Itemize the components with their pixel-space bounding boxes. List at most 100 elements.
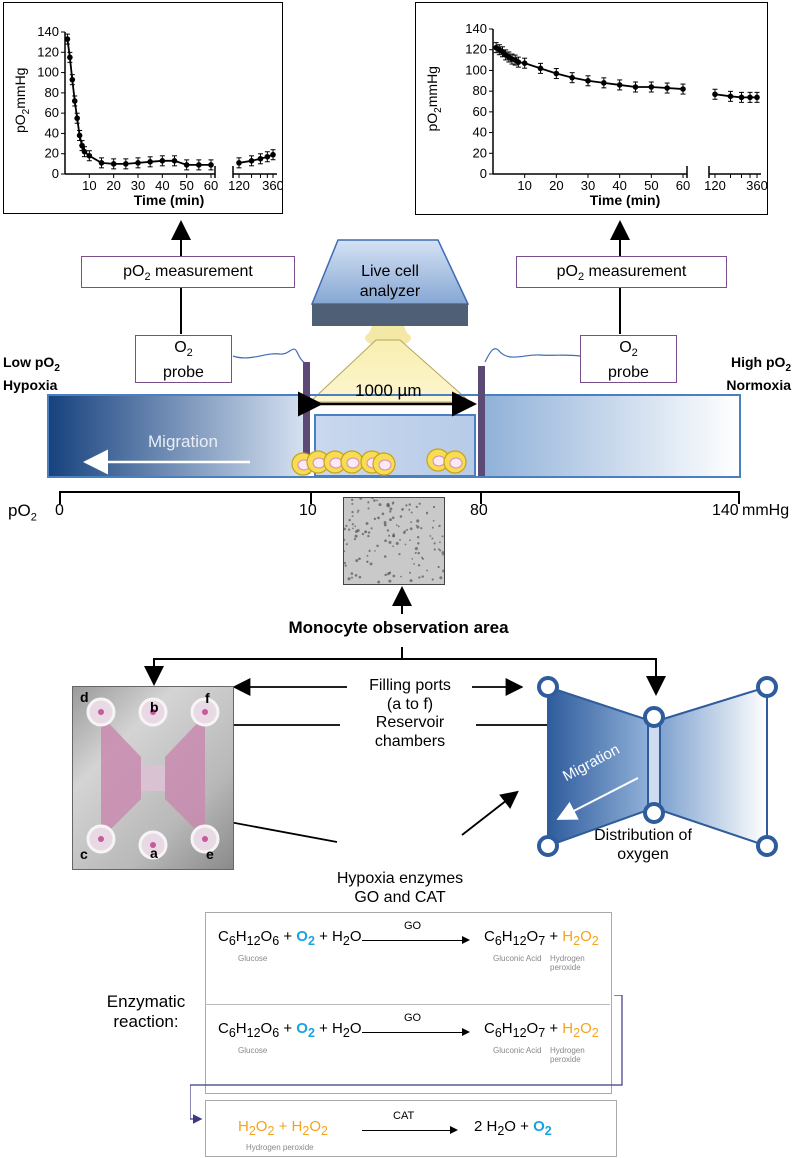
- data-point: [171, 158, 178, 164]
- data-point: [553, 70, 560, 77]
- y-tick-label: 140: [465, 21, 487, 36]
- data-point: [270, 151, 276, 158]
- x-tick-label: 10: [517, 178, 531, 193]
- data-point: [81, 148, 88, 155]
- reaction-box-2: [205, 1100, 617, 1157]
- data-point: [727, 93, 734, 100]
- device-diagram: [537, 676, 778, 857]
- y-tick-label: 40: [45, 125, 59, 140]
- reservoir-label: Reservoir chambers: [374, 714, 446, 750]
- data-point: [648, 84, 655, 90]
- data-point: [159, 158, 166, 164]
- data-point: [69, 76, 76, 83]
- y-tick-label: 0: [480, 166, 487, 181]
- data-point: [616, 82, 623, 88]
- y-tick-label: 0: [52, 166, 59, 181]
- axis-80: 80: [470, 502, 488, 519]
- y-tick-label: 60: [473, 104, 487, 119]
- data-point: [754, 94, 760, 101]
- y-tick-label: 40: [473, 125, 487, 140]
- data-point: [264, 153, 271, 160]
- enzymatic-label: Enzymatic reaction:: [106, 992, 186, 1031]
- x-tick-label: 10: [82, 178, 96, 193]
- x-tick-label: 120: [704, 178, 726, 193]
- axis-10: 10: [299, 502, 317, 519]
- reaction-row-1: C6H12O6 + O2 + H2O Glucose GO C6H12O7 + …: [218, 920, 599, 972]
- y-tick-label: 100: [465, 62, 487, 77]
- port-f-label: f: [205, 690, 210, 706]
- data-point: [110, 161, 117, 167]
- data-point: [537, 65, 544, 72]
- data-point: [747, 94, 753, 101]
- data-point: [585, 77, 591, 84]
- x-tick-label: 40: [612, 178, 626, 193]
- y-tick-label: 100: [37, 65, 59, 80]
- data-point: [147, 159, 153, 165]
- data-point: [738, 94, 745, 101]
- monocyte-observation-label: Monocyte observation area: [288, 618, 509, 637]
- right-chart-frame: [415, 2, 768, 215]
- data-point: [521, 60, 528, 66]
- distance-label: 1000 µm: [355, 381, 422, 400]
- reaction-connector: [190, 995, 623, 1124]
- data-point: [98, 160, 105, 166]
- data-point: [601, 80, 607, 86]
- distribution-label: Distribution of oxygen: [594, 827, 692, 863]
- chamber-diagram: [47, 220, 741, 504]
- data-point: [86, 152, 93, 159]
- data-point: [208, 162, 214, 168]
- x-tick-label: 50: [644, 178, 658, 193]
- data-point: [196, 162, 202, 168]
- port-c-label: c: [80, 846, 88, 862]
- x-tick-label: 50: [179, 178, 193, 193]
- x-tick-label: 60: [676, 178, 690, 193]
- migration-label: Migration: [148, 432, 218, 451]
- data-point: [712, 91, 718, 98]
- x-axis-title: Time (min): [590, 192, 661, 208]
- x-tick-label: 30: [131, 178, 145, 193]
- po2-measurement-left: pO2 measurement: [81, 256, 295, 288]
- migration-arrow-2: [556, 777, 639, 820]
- x-tick-label: 20: [106, 178, 120, 193]
- x-tick-label: 120: [228, 178, 250, 193]
- device-photo: [72, 686, 234, 870]
- y-tick-label: 20: [473, 145, 487, 160]
- x-tick-label: 30: [581, 178, 595, 193]
- y-tick-label: 80: [473, 83, 487, 98]
- axis-unit: mmHg: [742, 502, 790, 519]
- data-point: [680, 86, 686, 92]
- y-tick-label: 140: [37, 24, 59, 39]
- port-d-label: d: [80, 689, 89, 705]
- data-point: [257, 155, 264, 162]
- x-tick-label: 40: [155, 178, 169, 193]
- barrier-left: [303, 362, 310, 474]
- reaction-row-3: H2O2 + H2O2 Hydrogen peroxide CAT 2 H2O …: [238, 1110, 552, 1152]
- left-chart-frame: [3, 2, 283, 214]
- y-tick-label: 60: [45, 105, 59, 120]
- data-point: [664, 85, 670, 91]
- axis-0: 0: [55, 502, 64, 519]
- data-point: [632, 84, 639, 90]
- live-cell-analyzer-label: Live cell analyzer: [359, 263, 421, 300]
- data-point: [67, 54, 73, 61]
- data-point: [76, 132, 83, 139]
- x-tick-label: 20: [549, 178, 563, 193]
- data-point: [135, 160, 141, 166]
- reservoir-right: [165, 715, 205, 839]
- port-e-label: e: [206, 846, 214, 862]
- port-a-label: a: [150, 845, 158, 861]
- axis-po2-label: pO2: [8, 501, 37, 524]
- reaction-box-1: [205, 912, 612, 1094]
- po2-measurement-right: pO2 measurement: [516, 256, 727, 288]
- data-point: [236, 160, 242, 166]
- reaction-row-2: C6H12O6 + O2 + H2O Glucose GO C6H12O7 + …: [218, 1012, 599, 1064]
- axis-140: 140: [712, 502, 739, 519]
- data-point: [183, 162, 190, 168]
- x-tick-label: 60: [204, 178, 218, 193]
- filling-ports-label: Filling ports (a to f): [369, 677, 451, 713]
